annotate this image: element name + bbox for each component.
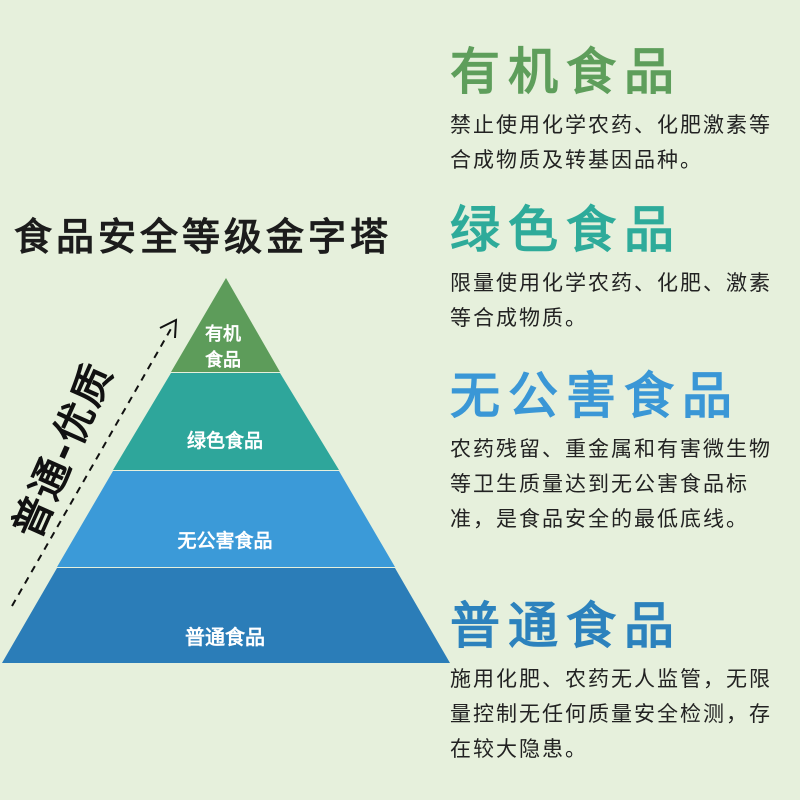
card-pollution-free: 无公害食品 农药残留、重金属和有害微生物等卫生质量达到无公害食品标准，是食品安全… [450,366,790,537]
quality-arrow-head [159,318,178,339]
pyramid-tier-pollution-free [57,471,395,567]
pyramid-title: 食品安全等级金字塔 [14,215,393,259]
card-desc-organic: 禁止使用化学农药、化肥激素等合成物质及转基因品种。 [450,113,772,172]
pyramid-label-organic: 有机 食品 [183,322,263,374]
pyramid-tier-ordinary [2,568,450,663]
card-heading-organic: 有机食品 [450,43,682,101]
card-organic: 有机食品 禁止使用化学农药、化肥激素等合成物质及转基因品种。 [450,42,790,178]
pyramid-tier-green [113,373,339,470]
pyramid-label-organic-text: 有机 食品 [205,324,241,371]
card-heading-pollution-free: 无公害食品 [450,367,740,425]
card-desc-green: 限量使用化学农药、化肥、激素等合成物质。 [450,271,772,330]
quality-arrow [11,326,173,607]
pyramid-label-pollution-free: 无公害食品 [177,530,273,552]
pyramid-label-ordinary: 普通食品 [185,625,265,649]
pyramid-tier-organic [171,278,280,372]
card-desc-ordinary: 施用化肥、农药无人监管，无限量控制无任何质量安全检测，存在较大隐患。 [450,667,772,761]
card-heading-ordinary: 普通食品 [450,597,682,655]
card-ordinary: 普通食品 施用化肥、农药无人监管，无限量控制无任何质量安全检测，存在较大隐患。 [450,596,790,767]
card-green: 绿色食品 限量使用化学农药、化肥、激素等合成物质。 [450,200,790,336]
pyramid-label-green: 绿色食品 [186,430,263,452]
card-heading-green: 绿色食品 [450,201,682,259]
card-desc-pollution-free: 农药残留、重金属和有害微生物等卫生质量达到无公害食品标准，是食品安全的最低底线。 [450,437,772,531]
